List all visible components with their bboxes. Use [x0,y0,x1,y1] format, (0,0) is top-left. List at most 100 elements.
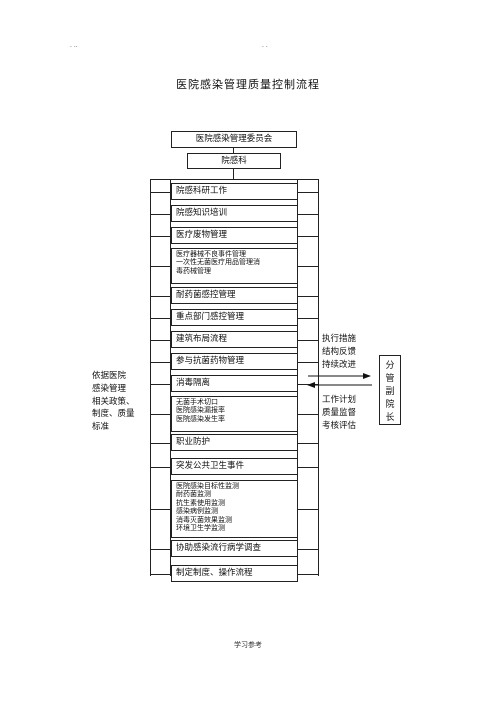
policy-basis-line: 标准 [92,422,110,432]
process-item-line: 毒药械管理 [176,266,211,275]
connector-right [298,236,318,237]
process-item-line: 耐药菌监测 [176,490,211,499]
connector-left [150,296,171,297]
feedback-line: 持续改进 [321,359,356,370]
process-item-line: 制定制度、操作流程 [176,568,253,579]
process-item-line: 环境卫生学监测 [176,523,225,532]
connector-left [150,236,171,237]
connector-right [298,340,318,341]
process-item-line: 医院感染漏报率 [176,406,225,415]
process-item-line: 消毒灭菌效果监测 [176,515,232,524]
connector-left [150,509,171,510]
feedback-note: 执行措施结构反馈持续改进 [314,333,364,371]
connector-dept-bracket [233,169,234,179]
bracket-top [150,179,318,180]
dept-box: 院感科 [187,153,281,169]
connector-left [150,192,171,193]
evaluation-line: 工作计划 [321,395,356,405]
process-item-line: 院感科研工作 [176,186,228,197]
connector-left [150,318,171,319]
process-item-box: 医疗废物管理 [171,227,298,244]
process-item-line: 医疗器械不良事件管理 [176,250,246,258]
process-item-line: 院感知识培训 [176,208,228,219]
page-title: 医院感染管理质量控制流程 [176,78,320,91]
process-item-line: 医院感染发生率 [176,414,225,423]
process-item-box: 院感科研工作 [171,183,298,200]
evaluation-note: 工作计划质量监督考核评估 [314,394,364,432]
connector-right [298,192,318,193]
process-item-line: 参与抗菌药物管理 [176,356,245,367]
connector-left [150,384,171,385]
connector-right [298,296,318,297]
connector-left [150,574,171,575]
connector-left [150,362,171,363]
committee-label: 医院感染管理委员会 [195,134,273,145]
process-item-box: 耐药菌感控管理 [171,287,298,304]
vice-president-box: 分管副院长 [379,355,401,425]
vice-president-char: 院 [385,400,395,411]
header-mark-left: . .. [70,42,78,49]
process-item-box: 无菌手术切口医院感染漏报率医院感染发生率 [171,396,298,432]
vice-president-char: 长 [385,413,395,424]
process-item-line: 无菌手术切口 [176,398,218,406]
connector-committee-dept [233,148,234,153]
process-item-line: 消毒隔离 [176,378,211,389]
dept-label: 院感科 [221,155,247,166]
connector-right [298,266,318,267]
process-item-line: 协助感染流行病学调查 [176,543,262,554]
process-item-box: 制定制度、操作流程 [171,565,298,582]
connector-right [298,467,318,468]
header-mark-right: . . [262,42,268,49]
connector-left [150,549,171,550]
connector-left [150,214,171,215]
footer-note: 学习参考 [234,641,262,649]
evaluation-line: 质量监督 [321,407,356,418]
feedback-line: 执行措施 [321,334,356,344]
vice-president-char: 管 [385,374,395,385]
connector-left [150,414,171,415]
evaluation-line: 考核评估 [321,420,356,431]
process-item-line: 建筑布局流程 [176,334,228,345]
connector-right [298,549,318,550]
process-item-line: 一次性无菌医疗用品管理消 [176,258,260,267]
committee-box: 医院感染管理委员会 [171,131,297,148]
process-item-line: 耐药菌感控管理 [176,290,236,301]
vice-president-char: 分 [385,361,395,371]
process-item-line: 感染病例监测 [176,507,218,516]
connector-right [298,574,318,575]
process-item-box: 医疗器械不良事件管理一次性无菌医疗用品管理消毒药械管理 [171,248,298,284]
process-item-line: 突发公共卫生事件 [176,461,245,472]
process-item-box: 院感知识培训 [171,205,298,222]
process-item-line: 重点部门感控管理 [176,312,245,323]
process-item-box: 协助感染流行病学调查 [171,540,298,557]
vice-president-char: 副 [385,387,395,398]
process-item-box: 重点部门感控管理 [171,309,298,326]
process-item-line: 医疗废物管理 [176,230,228,241]
process-item-box: 参与抗菌药物管理 [171,353,298,370]
policy-basis-line: 相关政策、 [92,396,135,407]
policy-basis-line: 制度、质量 [92,409,135,420]
feedback-line: 结构反馈 [321,346,356,357]
policy-basis-line: 依据医院 [92,371,127,381]
process-item-box: 突发公共卫生事件 [171,458,298,475]
policy-basis-line: 感染管理 [92,383,127,394]
bracket-right-outer [318,179,319,576]
process-item-box: 消毒隔离 [171,375,298,392]
bracket-left-inner [170,179,171,576]
connector-right [298,318,318,319]
connector-left [150,467,171,468]
connector-right [298,414,318,415]
connector-right [298,362,318,363]
connector-right [298,509,318,510]
process-item-box: 建筑布局流程 [171,331,298,348]
connector-left [150,340,171,341]
connector-right [298,214,318,215]
process-item-line: 职业防护 [176,437,211,448]
policy-basis-note: 依据医院感染管理相关政策、制度、质量标准 [92,370,152,434]
process-item-box: 职业防护 [171,434,298,451]
process-item-box: 医院感染目标性监测耐药菌监测抗生素使用监测感染病例监测消毒灭菌效果监测环境卫生学… [171,480,298,538]
bracket-left-outer [150,179,151,576]
process-item-line: 医院感染目标性监测 [176,482,239,490]
process-item-line: 抗生素使用监测 [176,498,225,507]
